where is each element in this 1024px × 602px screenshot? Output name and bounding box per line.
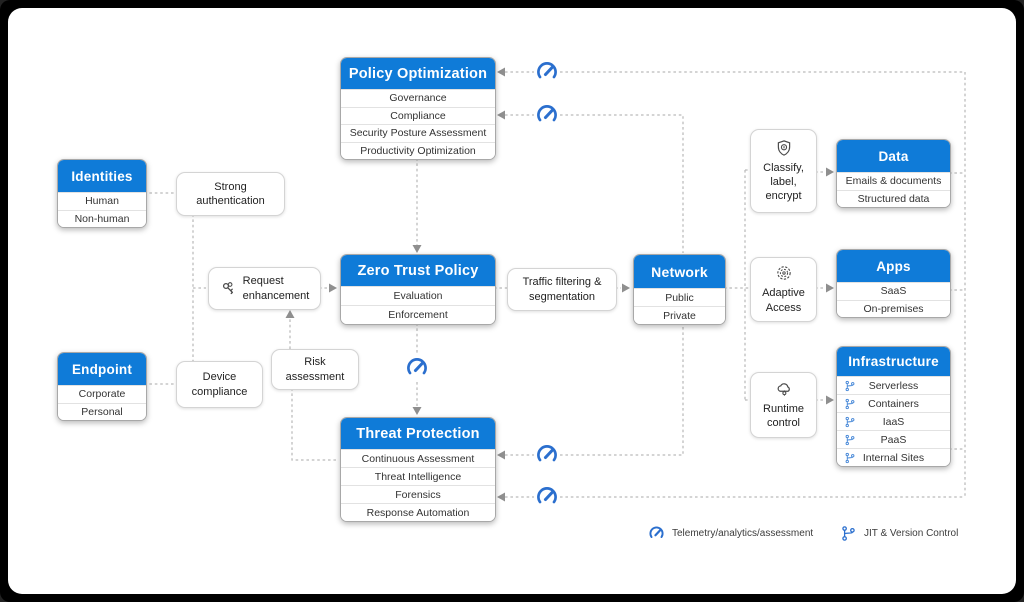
telemetry-gauge-icon <box>648 525 665 542</box>
endpoint-title: Endpoint <box>58 353 146 385</box>
traffic-filtering-box: Traffic filtering & segmentation <box>507 268 617 311</box>
jit-branch-icon <box>844 434 856 446</box>
strong-authentication-box: Strong authentication <box>176 172 285 216</box>
jit-branch-icon <box>840 525 857 542</box>
infrastructure-node: Infrastructure Serverless Containers Iaa… <box>836 346 951 467</box>
classify-label-encrypt-box: Classify, label, encrypt <box>750 129 817 213</box>
jit-branch-icon <box>844 398 856 410</box>
jit-branch-icon <box>844 416 856 428</box>
data-row: Structured data <box>837 189 950 207</box>
data-node: Data Emails & documents Structured data <box>836 139 951 208</box>
infrastructure-row: Containers <box>837 394 950 412</box>
policy-optimization-row: Security Posture Assessment <box>341 124 495 142</box>
apps-row: On-premises <box>837 299 950 317</box>
apps-node: Apps SaaS On-premises <box>836 249 951 318</box>
risk-assessment-box: Risk assessment <box>271 349 359 390</box>
zero-trust-policy-row: Evaluation <box>341 286 495 305</box>
policy-optimization-row: Compliance <box>341 106 495 124</box>
threat-protection-node: Threat Protection Continuous Assessment … <box>340 417 496 522</box>
threat-protection-row: Continuous Assessment <box>341 449 495 467</box>
apps-row: SaaS <box>837 282 950 300</box>
adaptive-access-box: Adaptive Access <box>750 257 817 322</box>
jit-branch-icon <box>844 452 856 464</box>
infrastructure-row: IaaS <box>837 412 950 430</box>
infrastructure-title: Infrastructure <box>837 347 950 376</box>
policy-optimization-title: Policy Optimization <box>341 58 495 89</box>
telemetry-gauge-icon <box>535 485 559 509</box>
jit-branch-icon <box>844 380 856 392</box>
infrastructure-row: Internal Sites <box>837 448 950 466</box>
policy-optimization-row: Governance <box>341 89 495 107</box>
request-enhancement-label: Request enhancement <box>242 275 310 302</box>
endpoint-node: Endpoint Corporate Personal <box>57 352 147 421</box>
endpoint-row: Personal <box>58 402 146 420</box>
zero-trust-policy-title: Zero Trust Policy <box>341 255 495 286</box>
infrastructure-row-label: Internal Sites <box>862 451 925 464</box>
telemetry-gauge-icon <box>535 103 559 127</box>
apps-title: Apps <box>837 250 950 282</box>
zero-trust-policy-node: Zero Trust Policy Evaluation Enforcement <box>340 254 496 325</box>
identities-row: Human <box>58 192 146 210</box>
fingerprint-icon <box>775 264 793 282</box>
identities-row: Non-human <box>58 209 146 227</box>
zero-trust-policy-row: Enforcement <box>341 305 495 324</box>
threat-protection-row: Response Automation <box>341 503 495 521</box>
data-row: Emails & documents <box>837 172 950 190</box>
legend-jit-label: JIT & Version Control <box>864 528 959 539</box>
keys-icon <box>220 280 238 298</box>
infrastructure-row-label: PaaS <box>880 433 907 446</box>
threat-protection-row: Threat Intelligence <box>341 467 495 485</box>
device-compliance-box: Device compliance <box>176 361 263 408</box>
infrastructure-row-label: IaaS <box>882 415 905 428</box>
network-row: Private <box>634 306 725 324</box>
identities-title: Identities <box>58 160 146 192</box>
cloud-runtime-icon <box>775 380 793 398</box>
threat-protection-row: Forensics <box>341 485 495 503</box>
telemetry-gauge-icon <box>535 443 559 467</box>
network-node: Network Public Private <box>633 254 726 325</box>
infrastructure-row: Serverless <box>837 376 950 394</box>
classify-label-encrypt-label: Classify, label, encrypt <box>763 161 804 203</box>
runtime-control-label: Runtime control <box>763 402 804 429</box>
infrastructure-row-label: Containers <box>868 397 919 410</box>
request-enhancement-box: Request enhancement <box>208 267 321 310</box>
legend-jit: JIT & Version Control <box>840 525 958 542</box>
runtime-control-box: Runtime control <box>750 372 817 438</box>
infrastructure-row-label: Serverless <box>868 379 919 392</box>
network-title: Network <box>634 255 725 288</box>
network-row: Public <box>634 288 725 306</box>
infrastructure-row: PaaS <box>837 430 950 448</box>
legend-telemetry-label: Telemetry/analytics/assessment <box>672 528 814 539</box>
adaptive-access-label: Adaptive Access <box>762 287 805 314</box>
policy-optimization-row: Productivity Optimization <box>341 141 495 159</box>
telemetry-gauge-icon <box>535 60 559 84</box>
policy-optimization-node: Policy Optimization Governance Complianc… <box>340 57 496 160</box>
endpoint-row: Corporate <box>58 385 146 403</box>
legend-telemetry: Telemetry/analytics/assessment <box>648 525 813 542</box>
data-title: Data <box>837 140 950 172</box>
threat-protection-title: Threat Protection <box>341 418 495 449</box>
shield-classify-icon <box>775 139 793 157</box>
telemetry-gauge-icon <box>405 356 429 380</box>
identities-node: Identities Human Non-human <box>57 159 147 228</box>
